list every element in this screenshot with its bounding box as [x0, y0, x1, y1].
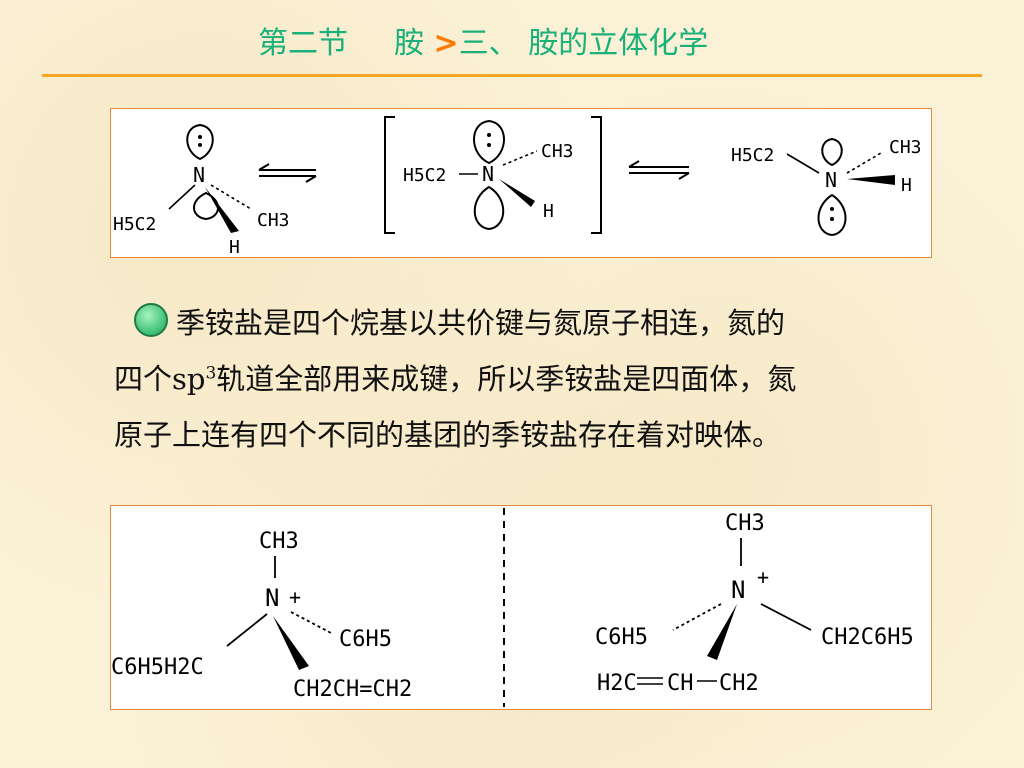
paragraph-line-2-prefix: 四个sp — [114, 362, 206, 396]
superscript-3: 3 — [205, 363, 217, 384]
title-divider — [42, 74, 982, 77]
breadcrumb-arrow: > — [433, 26, 459, 61]
right-hydrogen: H — [901, 175, 912, 196]
ts-methyl: CH3 — [541, 141, 574, 162]
explanation-paragraph: 季铵盐是四个烷基以共价键与氮原子相连，氮的 四个sp3轨道全部用来成键，所以季铵… — [114, 295, 914, 463]
left-nitrogen: N — [265, 584, 279, 612]
nitrogen-atom: N — [193, 163, 205, 187]
right-methyl-2: CH3 — [725, 511, 765, 536]
equilibrium-arrow-2 — [628, 160, 690, 180]
left-charge: + — [289, 585, 301, 609]
methyl-group: CH3 — [257, 210, 290, 231]
equilibrium-arrow-1 — [258, 163, 317, 183]
right-benzyl: CH2C6H5 — [821, 625, 914, 650]
enantiomer-right: CH3 N + CH2C6H5 C6H5 H2C CH CH2 — [595, 511, 914, 696]
left-allyl: CH2CH=CH2 — [293, 677, 412, 702]
subtopic-label: 三、 胺的立体化学 — [458, 26, 709, 61]
amine-inversion-diagram: N H5C2 CH3 H N H5C2 CH3 — [110, 108, 932, 258]
lone-pair-orbital — [186, 123, 214, 161]
enantiomer-diagram: CH3 N + C6H5 C6H5H2C CH2CH=CH2 CH3 N + C… — [110, 505, 932, 710]
back-orbital — [193, 191, 219, 221]
enantiomer-left: CH3 N + C6H5 C6H5H2C CH2CH=CH2 — [111, 529, 412, 702]
right-allyl-b: CH — [667, 671, 694, 696]
page-title: 第二节 胺 >三、 胺的立体化学 — [258, 22, 708, 66]
left-benzyl: C6H5H2C — [111, 655, 204, 680]
ts-nitrogen: N — [482, 162, 494, 186]
right-ethyl: H5C2 — [731, 145, 774, 166]
ethyl-group: H5C2 — [113, 214, 156, 235]
paragraph-line-2-suffix: 轨道全部用来成键，所以季铵盐是四面体，氮 — [216, 362, 797, 396]
right-allyl-c: CH2 — [719, 671, 759, 696]
enantiomer-svg: CH3 N + C6H5 C6H5H2C CH2CH=CH2 CH3 N + C… — [111, 508, 914, 707]
paragraph-line-1: 季铵盐是四个烷基以共价键与氮原子相连，氮的 — [176, 306, 786, 340]
section-label: 第二节 — [258, 26, 348, 61]
left-methyl: CH3 — [259, 529, 299, 554]
paragraph-line-3: 原子上连有四个不同的基团的季铵盐存在着对映体。 — [114, 418, 782, 452]
ts-ethyl: H5C2 — [403, 165, 446, 186]
right-phenyl: C6H5 — [595, 625, 648, 650]
transition-state: N H5C2 CH3 H — [384, 116, 602, 234]
right-charge: + — [757, 565, 769, 589]
amine-molecule-right: H5C2 N CH3 H — [731, 137, 922, 237]
right-methyl: CH3 — [889, 137, 922, 158]
right-nitrogen: N — [825, 168, 837, 192]
right-nitrogen-2: N — [731, 576, 745, 604]
ts-hydrogen: H — [543, 201, 554, 222]
hydrogen-atom: H — [229, 237, 240, 258]
amine-molecule-left: N H5C2 CH3 H — [113, 123, 290, 258]
topic-label: 胺 — [394, 26, 424, 61]
right-allyl-a: H2C — [597, 671, 637, 696]
left-phenyl: C6H5 — [339, 627, 392, 652]
inversion-svg: N H5C2 CH3 H N H5C2 CH3 — [113, 116, 922, 258]
bullet-icon — [134, 303, 168, 337]
